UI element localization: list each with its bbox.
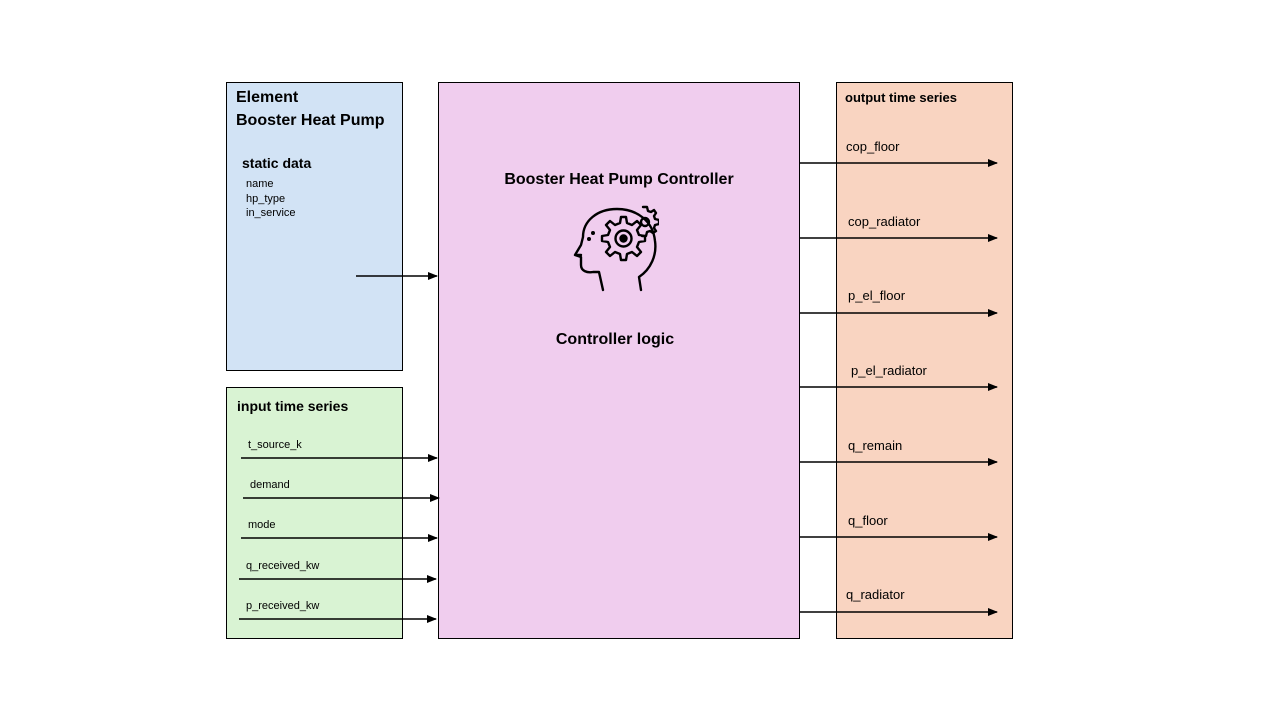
output-label-p-el-floor: p_el_floor <box>848 288 906 303</box>
head-gear-icon <box>573 205 659 292</box>
output-label-cop-floor: cop_floor <box>846 139 900 154</box>
input-label-q-received-kw: q_received_kw <box>246 560 320 572</box>
element-box: Element Booster Heat Pump static data na… <box>226 82 403 371</box>
output-label-q-radiator: q_radiator <box>846 587 905 602</box>
element-title-line1: Element <box>236 89 299 106</box>
output-label-cop-radiator: cop_radiator <box>848 214 921 229</box>
controller-logic-label: Controller logic <box>555 331 675 348</box>
static-data-title: static data <box>242 155 312 171</box>
output-label-q-floor: q_floor <box>848 513 888 528</box>
output-title: output time series <box>845 90 957 105</box>
input-label-p-received-kw: p_received_kw <box>246 600 320 612</box>
static-item-hp-type: hp_type <box>246 193 286 205</box>
input-label-demand: demand <box>250 479 290 491</box>
input-label-mode: mode <box>248 519 276 531</box>
element-title-line2: Booster Heat Pump <box>236 112 385 129</box>
input-title: input time series <box>237 398 349 414</box>
static-item-name: name <box>246 178 274 190</box>
input-box: input time series t_source_k demand mode… <box>226 387 403 639</box>
controller-box: Booster Heat Pump Controller Controller … <box>438 82 800 639</box>
output-label-q-remain: q_remain <box>848 438 903 453</box>
controller-title: Booster Heat Pump Controller <box>504 171 734 188</box>
input-label-t-source-k: t_source_k <box>248 439 302 451</box>
output-label-p-el-radiator: p_el_radiator <box>851 363 927 378</box>
static-item-in-service: in_service <box>246 207 296 219</box>
output-box: output time series cop_floor cop_radiato… <box>836 82 1013 639</box>
